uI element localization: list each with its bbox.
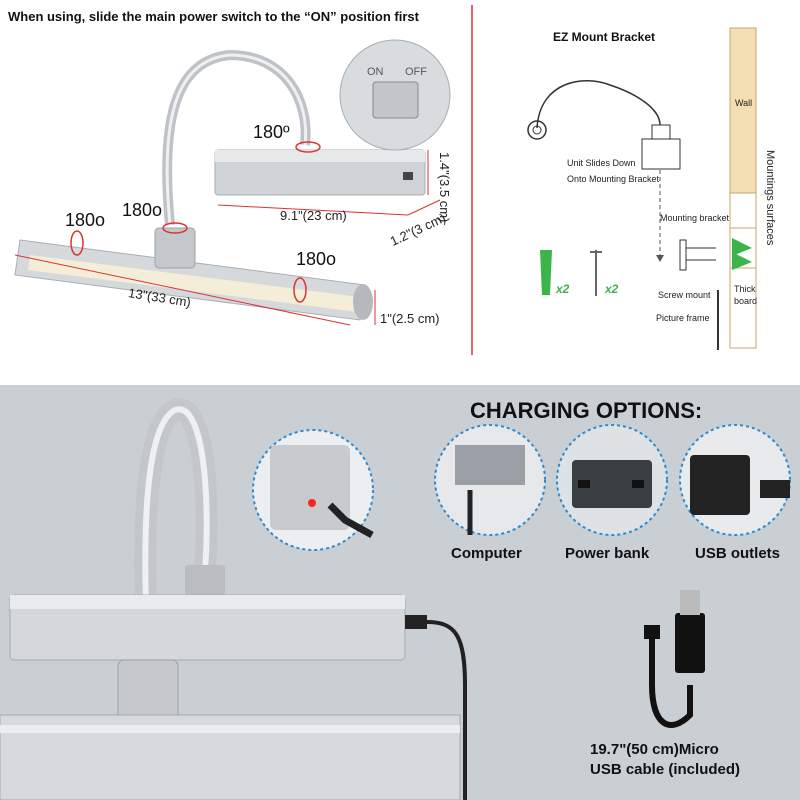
product-dimensions-panel: When using, slide the main power switch … [0, 0, 800, 385]
anchor-quantity: x2 [556, 282, 570, 296]
screw-quantity: x2 [605, 282, 619, 296]
picture-frame-label: Picture frame [656, 313, 710, 323]
cable-description-line1: 19.7"(50 cm)Micro [590, 741, 719, 758]
rotation-label-right: 180o [296, 249, 337, 269]
instruction-text: When using, slide the main power switch … [8, 9, 419, 24]
cable-description-line2: USB cable (included) [590, 761, 741, 778]
option-power-bank-label: Power bank [565, 545, 650, 562]
option-usb-outlets-label: USB outlets [695, 545, 781, 562]
board-label: board [734, 296, 758, 306]
lamp-dimension-drawing [14, 5, 757, 355]
option-computer-label: Computer [451, 545, 522, 562]
unit-slides-line1: Unit Slides Down [567, 158, 636, 168]
rotation-label-head: 180º [253, 122, 290, 142]
charging-panel: CHARGING OPTIONS: Computer Power bank US… [0, 385, 800, 800]
charging-drawing [0, 398, 791, 800]
thick-label: Thick [734, 284, 756, 294]
screw-mount-label: Screw mount [658, 290, 711, 300]
bar-diameter-label: 1"(2.5 cm) [380, 311, 440, 326]
charging-title: CHARGING OPTIONS: [470, 398, 703, 423]
wall-label: Wall [735, 98, 753, 108]
rotation-label-left: 180o [65, 210, 106, 230]
cable-description: 19.7"(50 cm)Micro USB cable (included) [590, 740, 740, 780]
mounting-bracket-label: Mounting bracket [660, 213, 730, 223]
switch-on-label: ON [367, 66, 384, 78]
unit-slides-line2: Onto Mounting Bracket [567, 174, 660, 184]
mounting-surfaces-label: Mountings surfaces [764, 150, 776, 246]
rotation-label-neck: 180o [122, 200, 163, 220]
head-width-label: 9.1"(23 cm) [280, 208, 347, 223]
switch-off-label: OFF [405, 66, 427, 78]
mount-title: EZ Mount Bracket [553, 30, 656, 44]
